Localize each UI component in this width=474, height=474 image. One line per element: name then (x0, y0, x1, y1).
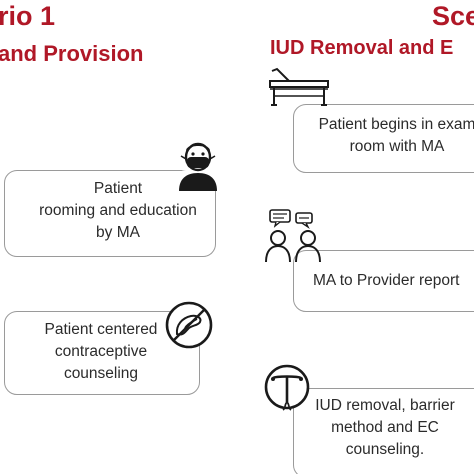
left-step-1-line-2: rooming and education (39, 202, 197, 219)
left-step-1-text: Patient rooming and education by MA (30, 178, 206, 244)
right-step-2-text: MA to Provider report (313, 270, 459, 292)
two-people-conversation-icon (264, 208, 326, 264)
right-step-1-box (293, 104, 474, 173)
iud-prohibited-icon (164, 300, 214, 350)
right-scenario-subtitle: IUD Removal and E (270, 37, 454, 59)
left-step-2-line-2: contraceptive (54, 343, 148, 360)
right-step-3-box (293, 388, 474, 474)
right-step-3-line-1: IUD removal, barrier (315, 397, 455, 414)
right-step-1-line-1: Patient begins in exam (318, 116, 474, 133)
right-step-1-text: Patient begins in exam room with MA (302, 114, 474, 158)
right-step-2-box (293, 250, 474, 312)
left-step-1-line-3: by MA (96, 224, 140, 241)
iud-circle-icon (262, 362, 312, 412)
right-step-3-line-3: counseling. (345, 441, 425, 458)
left-step-2-text: Patient centered contraceptive counselin… (26, 319, 176, 385)
masked-person-icon (176, 142, 220, 192)
left-step-2-line-1: Patient centered (44, 321, 158, 338)
left-step-2-line-3: counseling (63, 365, 139, 382)
right-step-1-line-2: room with MA (349, 138, 445, 155)
right-scenario-title: Sce (432, 1, 474, 31)
left-scenario-subtitle: and Provision (0, 41, 144, 66)
right-step-3-text: IUD removal, barrier method and EC couns… (300, 395, 470, 461)
right-step-2-line-1: MA to Provider report (313, 272, 460, 289)
left-step-1-line-1: Patient (93, 180, 143, 197)
left-scenario-title: rio 1 (0, 1, 56, 31)
exam-table-icon (266, 67, 332, 108)
right-step-3-line-2: method and EC (331, 419, 439, 436)
